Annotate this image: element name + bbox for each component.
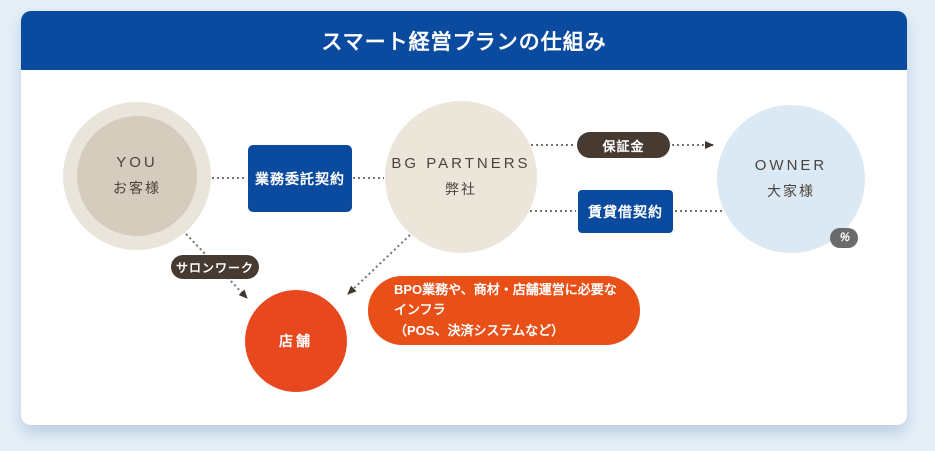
node-owner-title: OWNER [754, 157, 828, 174]
node-you-label: YOU お客様 [113, 154, 161, 198]
percent-icon: ％ [838, 231, 850, 244]
bpo-infra-note-line1: BPO業務や、商材・店舗運営に必要なインフラ [394, 282, 617, 318]
deposit-label: 保証金 [602, 138, 645, 154]
lease-contract-box: 賃貸借契約 [578, 190, 673, 233]
node-bg-partners-title: BG PARTNERS [391, 155, 531, 172]
lease-contract-label: 賃貸借契約 [588, 203, 663, 220]
node-you-inner: YOU お客様 [77, 116, 197, 236]
outsourcing-contract-box: 業務委託契約 [248, 145, 352, 212]
node-bg-partners-subtitle: 弊社 [444, 181, 477, 197]
salon-work-label: サロンワーク [175, 260, 254, 275]
node-store: 店舗 [245, 290, 347, 392]
diagram-header: スマート経営プランの仕組み [21, 11, 907, 70]
bpo-infra-note-line2: （POS、決済システムなど） [394, 322, 565, 338]
bpo-infra-note: BPO業務や、商材・店舗運営に必要なインフラ （POS、決済システムなど） [368, 276, 640, 345]
node-bg-partners: BG PARTNERS 弊社 [385, 101, 537, 253]
node-store-label: 店舗 [279, 333, 313, 349]
page-title: スマート経営プランの仕組み [321, 30, 607, 54]
outsourcing-contract-label: 業務委託契約 [255, 170, 345, 187]
node-owner-label: OWNER 大家様 [755, 157, 828, 201]
deposit-pill: 保証金 [577, 132, 670, 158]
owner-badge: ％ [830, 228, 858, 248]
node-you: YOU お客様 [63, 102, 211, 250]
node-owner-subtitle: 大家様 [767, 183, 815, 199]
node-you-title: YOU [116, 154, 158, 171]
node-bg-partners-label: BG PARTNERS 弊社 [391, 155, 530, 199]
node-you-subtitle: お客様 [113, 180, 161, 196]
salon-work-pill: サロンワーク [171, 255, 259, 279]
